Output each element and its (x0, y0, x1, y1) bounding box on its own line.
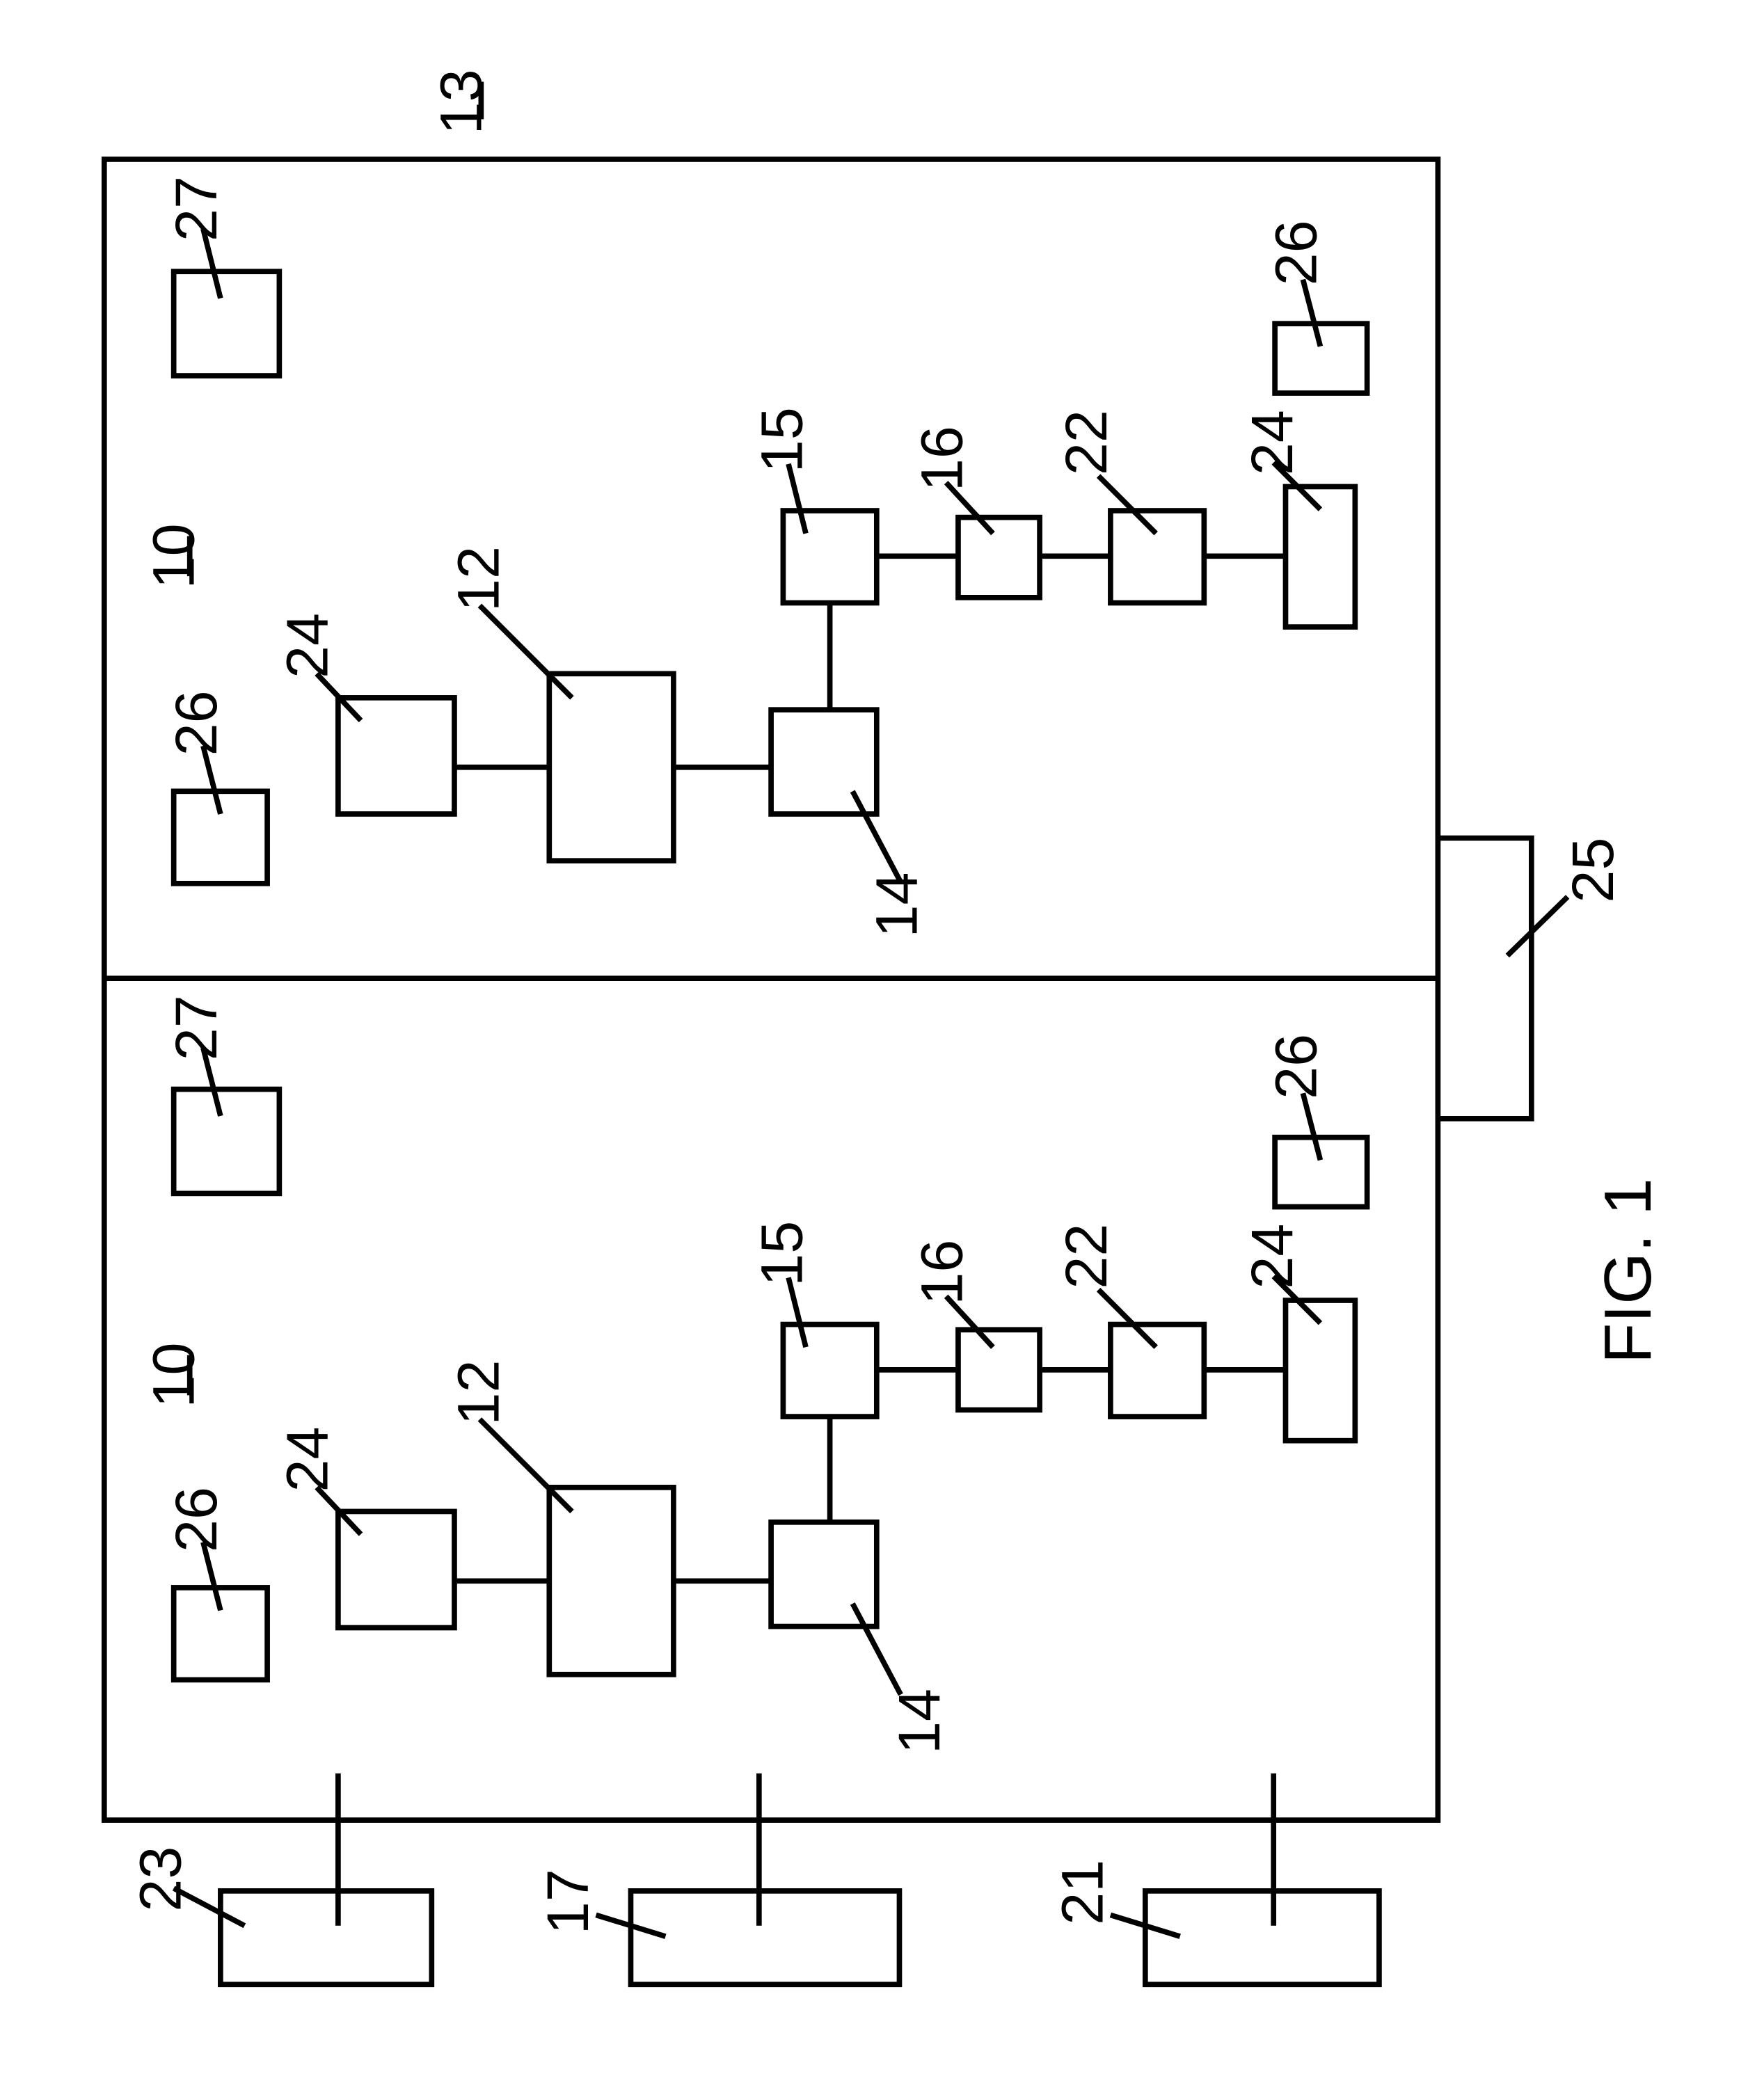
unit-a-label-24-right: 24 (1239, 410, 1305, 475)
unit-a-box-15 (783, 511, 876, 603)
external-box-21 (1145, 1891, 1379, 1984)
unit-b-box-27 (174, 1090, 280, 1194)
unit-b-label-15: 15 (749, 1221, 814, 1286)
unit-a-box-16 (958, 518, 1040, 598)
unit-b-box-16 (958, 1330, 1040, 1410)
unit-b-label-27: 27 (164, 995, 229, 1060)
unit-a-label-14: 14 (864, 872, 929, 938)
unit-a-label-22: 22 (1054, 410, 1119, 475)
unit-b-label-24-right: 24 (1239, 1224, 1305, 1289)
unit-b-label: 10 (141, 1343, 206, 1408)
unit-b-label-12: 12 (445, 1360, 511, 1426)
unit-b-box-15 (783, 1325, 876, 1417)
network-label: 25 (1560, 838, 1626, 903)
unit-a-label-16: 16 (909, 426, 975, 491)
unit-a-label-26-right: 26 (1264, 220, 1329, 285)
network-bracket (1438, 838, 1531, 1119)
figure-caption: FIG. 1 (1591, 1178, 1665, 1364)
unit-b-box-12 (549, 1488, 674, 1675)
unit-b-label-24-left: 24 (275, 1427, 340, 1492)
unit-a-label: 10 (141, 523, 206, 589)
external-label-21: 21 (1049, 1860, 1115, 1925)
unit-a-box-22 (1111, 511, 1204, 603)
external-box-23 (221, 1891, 431, 1984)
unit-b-box-26-right (1275, 1138, 1367, 1207)
unit-b-box-22 (1111, 1325, 1204, 1417)
unit-a-label-24-left: 24 (275, 613, 340, 678)
unit-a-box-12 (549, 673, 674, 861)
unit-a-label-12: 12 (445, 546, 511, 612)
unit-a-label-27: 27 (164, 176, 229, 241)
unit-a-box-26-right (1275, 324, 1367, 393)
unit-b-label-22: 22 (1054, 1224, 1119, 1289)
unit-b-box-14 (771, 1522, 877, 1627)
external-box-17 (630, 1891, 899, 1984)
unit-b-label-16: 16 (909, 1240, 975, 1305)
external-label-23: 23 (127, 1847, 193, 1912)
unit-b-label-26-right: 26 (1264, 1034, 1329, 1099)
unit-b-label-26-left: 26 (164, 1487, 229, 1552)
system-label: 13 (428, 69, 493, 134)
leader-25 (1507, 897, 1567, 956)
unit-a-label-26-left: 26 (164, 690, 229, 756)
unit-a-label-15: 15 (749, 407, 814, 472)
unit-a-box-27 (174, 271, 280, 376)
unit-a-box-14 (771, 710, 877, 814)
unit-b-label-14: 14 (887, 1689, 952, 1754)
external-label-17: 17 (535, 1869, 601, 1934)
